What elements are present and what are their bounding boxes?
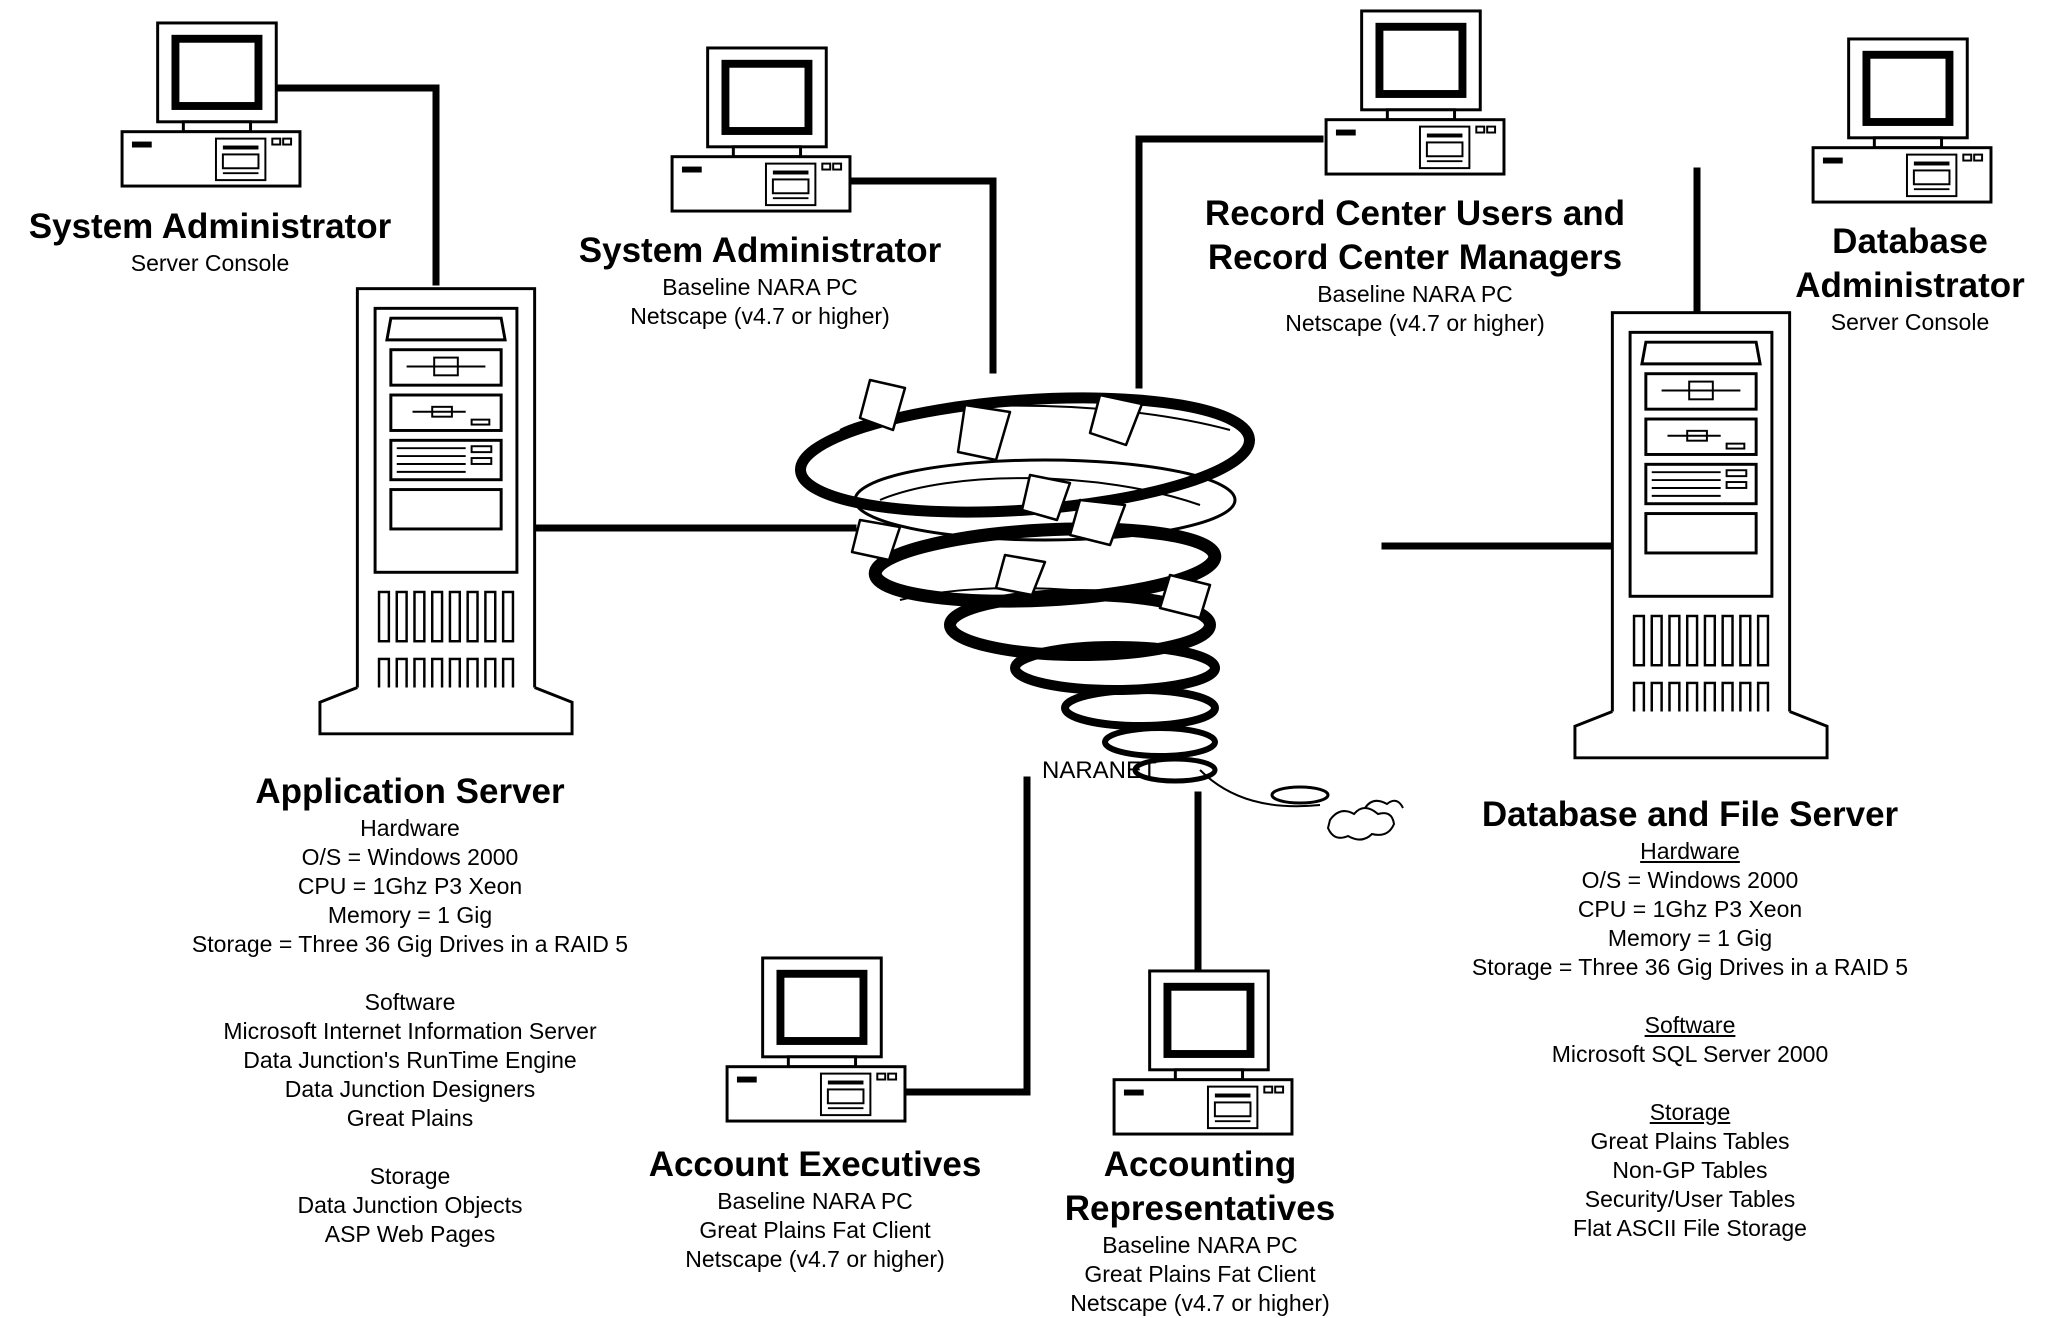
label-account-exec: Account Executives Baseline NARA PC Grea… [600, 1143, 1030, 1274]
software-heading: Software [364, 989, 456, 1015]
pc-account-exec-icon [725, 956, 907, 1123]
label-sysadmin-pc: System Administrator Baseline NARA PC Ne… [540, 229, 980, 331]
node-detail: Server Console [130, 250, 290, 276]
app-server-tower-icon [318, 287, 574, 736]
node-detail: Baseline NARA PC [1102, 1232, 1298, 1258]
storage-line: Non-GP Tables [1612, 1157, 1768, 1183]
network-label: NARANET [1042, 757, 1157, 784]
label-db-server: Database and File Server Hardware O/S = … [1440, 793, 1940, 1243]
storage-line: ASP Web Pages [324, 1221, 496, 1247]
label-db-admin: Database Administrator Server Console [1780, 220, 2040, 337]
hardware-line: CPU = 1Ghz P3 Xeon [1577, 896, 1803, 922]
node-detail: Netscape (v4.7 or higher) [1070, 1290, 1330, 1316]
hardware-heading: Hardware [1640, 838, 1740, 864]
wire-sysadmin-pc [844, 177, 997, 374]
hardware-heading: Hardware [360, 815, 460, 841]
node-detail: Baseline NARA PC [662, 274, 858, 300]
storage-line: Security/User Tables [1584, 1186, 1796, 1212]
pc-accounting-reps-icon [1112, 969, 1294, 1136]
storage-line: Flat ASCII File Storage [1573, 1215, 1807, 1241]
label-accounting-reps: Accounting Representatives Baseline NARA… [1030, 1143, 1370, 1318]
node-detail: Netscape (v4.7 or higher) [685, 1246, 945, 1272]
node-title: Record Center Managers [1207, 238, 1623, 277]
hardware-line: O/S = Windows 2000 [301, 844, 519, 870]
node-detail: Baseline NARA PC [717, 1188, 913, 1214]
node-title: Representatives [1064, 1189, 1336, 1228]
hardware-line: Memory = 1 Gig [1607, 925, 1773, 951]
node-detail: Server Console [1830, 309, 1990, 335]
software-heading: Software [1644, 1012, 1736, 1038]
hardware-line: Memory = 1 Gig [327, 902, 493, 928]
storage-heading: Storage [369, 1163, 451, 1189]
pc-sysadmin-icon [670, 46, 852, 213]
storage-line: Data Junction Objects [297, 1192, 523, 1218]
pc-db-admin-icon [1811, 37, 1993, 204]
label-record-center: Record Center Users and Record Center Ma… [1160, 192, 1670, 338]
software-line: Data Junction's RunTime Engine [243, 1047, 577, 1073]
label-app-server: Application Server Hardware O/S = Window… [160, 770, 660, 1249]
software-line: Microsoft SQL Server 2000 [1551, 1041, 1829, 1067]
node-detail: Great Plains Fat Client [1084, 1261, 1316, 1287]
wire-record-center [1135, 135, 1324, 389]
node-title: Database [1832, 222, 1988, 261]
wire-account-exec [899, 776, 1031, 1096]
node-title: System Administrator [28, 207, 392, 246]
node-title: Account Executives [648, 1145, 982, 1184]
hardware-line: Storage = Three 36 Gig Drives in a RAID … [1471, 954, 1909, 980]
pc-record-center-icon [1324, 9, 1506, 176]
node-detail: Great Plains Fat Client [699, 1217, 931, 1243]
node-detail: Netscape (v4.7 or higher) [630, 303, 890, 329]
hardware-line: Storage = Three 36 Gig Drives in a RAID … [191, 931, 629, 957]
pc-sysadmin-console-icon [120, 21, 302, 188]
node-detail: Baseline NARA PC [1317, 281, 1513, 307]
db-server-tower-icon [1573, 311, 1829, 760]
node-title: Accounting [1103, 1145, 1297, 1184]
software-line: Data Junction Designers [284, 1076, 536, 1102]
storage-line: Great Plains Tables [1590, 1128, 1790, 1154]
software-line: Great Plains [346, 1105, 474, 1131]
node-title: Record Center Users and [1204, 194, 1626, 233]
node-detail: Netscape (v4.7 or higher) [1285, 310, 1545, 336]
hardware-line: CPU = 1Ghz P3 Xeon [297, 873, 523, 899]
label-sysadmin-console: System Administrator Server Console [0, 205, 420, 278]
storage-heading: Storage [1649, 1099, 1731, 1125]
node-title: Application Server [255, 772, 565, 811]
naranet-tornado-graphic [795, 378, 1404, 841]
node-title: System Administrator [578, 231, 942, 270]
hardware-line: O/S = Windows 2000 [1581, 867, 1799, 893]
wire-sysadmin-console [274, 84, 440, 286]
node-title: Administrator [1795, 266, 2025, 305]
node-title: Database and File Server [1481, 795, 1899, 834]
software-line: Microsoft Internet Information Server [223, 1018, 597, 1044]
